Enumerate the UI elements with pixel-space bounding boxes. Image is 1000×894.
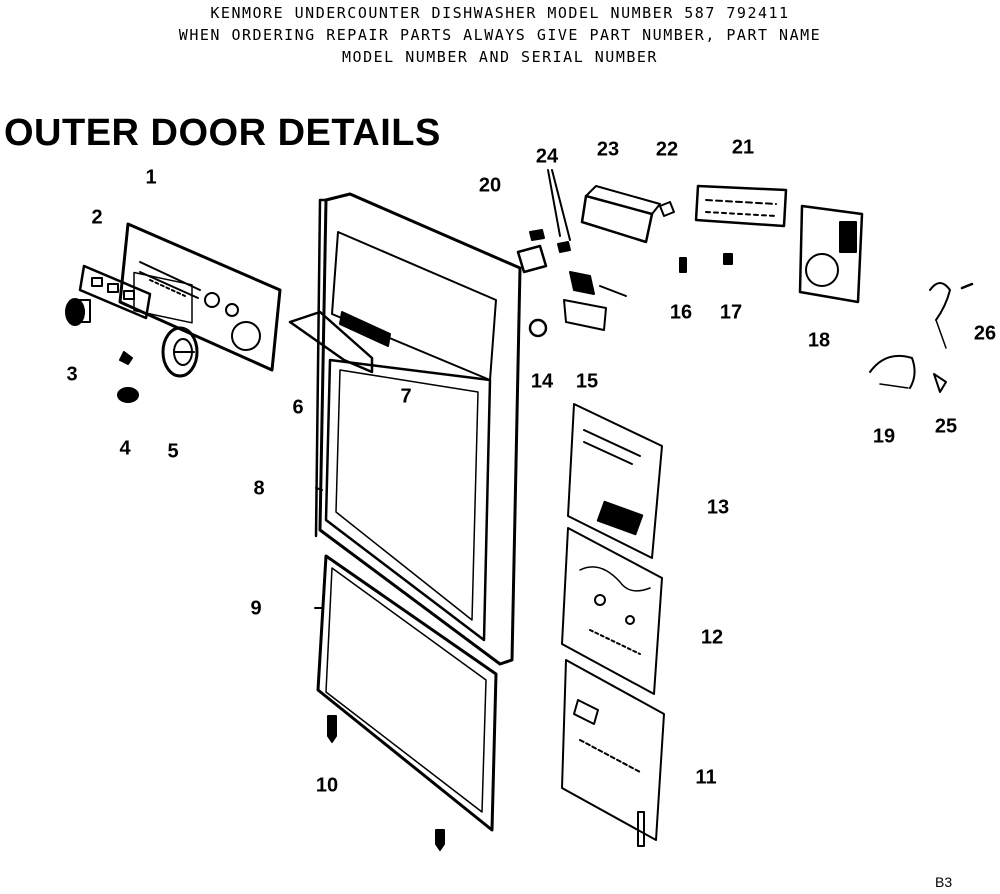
label-part-5: 5 [167, 440, 179, 463]
part-10-screw [328, 716, 336, 742]
part-7-latch [340, 312, 390, 346]
label-part-12: 12 [700, 626, 724, 649]
label-part-3: 3 [66, 363, 78, 386]
header-line-1: KENMORE UNDERCOUNTER DISHWASHER MODEL NU… [210, 4, 790, 22]
page-code: B3 [935, 874, 953, 890]
part-21-rinse-dispenser [696, 186, 786, 226]
screw-icon [436, 830, 444, 850]
label-part-16: 16 [669, 301, 693, 324]
label-part-18: 18 [807, 329, 831, 352]
screw-icon [120, 352, 132, 364]
label-part-13: 13 [706, 496, 730, 519]
part-1-control-panel [120, 224, 280, 370]
label-part-26: 26 [973, 322, 997, 345]
label-part-6: 6 [292, 396, 304, 419]
label-part-21: 21 [731, 136, 755, 159]
part-26-spring-hook [930, 283, 972, 348]
label-part-17: 17 [719, 301, 743, 324]
label-part-22: 22 [655, 138, 679, 161]
label-part-2: 2 [91, 206, 103, 229]
label-part-8: 8 [253, 477, 265, 500]
part-3-switch [66, 299, 90, 325]
label-part-23: 23 [596, 138, 620, 161]
page-title: OUTER DOOR DETAILS [4, 112, 441, 154]
header-line-3: MODEL NUMBER AND SERIAL NUMBER [342, 48, 658, 66]
label-part-14: 14 [530, 370, 554, 393]
label-part-20: 20 [478, 174, 502, 197]
part-20-bracket [518, 246, 546, 272]
label-part-10: 10 [315, 774, 339, 797]
part-19-spring [870, 356, 915, 388]
label-part-9: 9 [250, 597, 262, 620]
part-2-button-strip [80, 266, 150, 318]
label-part-4: 4 [119, 437, 131, 460]
label-part-19: 19 [872, 425, 896, 448]
label-part-7: 7 [400, 385, 412, 408]
part-22-clip [660, 202, 674, 216]
part-16-fastener [680, 258, 686, 272]
part-4-knob [118, 388, 138, 402]
label-part-11: 11 [695, 766, 717, 789]
part-8-outer-door [316, 194, 520, 664]
part-11-panel [562, 660, 664, 846]
label-part-24: 24 [535, 145, 559, 168]
part-9-lower-panel [315, 556, 496, 830]
part-17-fastener [724, 254, 732, 264]
part-18-dispenser [800, 206, 862, 302]
part-24-screws [530, 170, 570, 252]
label-part-25: 25 [934, 415, 958, 438]
label-part-1: 1 [145, 166, 157, 189]
part-15-switch [564, 272, 626, 330]
part-23-bracket [582, 186, 660, 242]
part-12-panel [562, 528, 662, 694]
part-25-clip [934, 374, 946, 392]
part-13-panel [568, 404, 662, 558]
header-line-2: WHEN ORDERING REPAIR PARTS ALWAYS GIVE P… [178, 26, 822, 44]
part-14-grommet [530, 320, 546, 336]
part-5-timer [163, 328, 197, 376]
label-part-15: 15 [575, 370, 599, 393]
